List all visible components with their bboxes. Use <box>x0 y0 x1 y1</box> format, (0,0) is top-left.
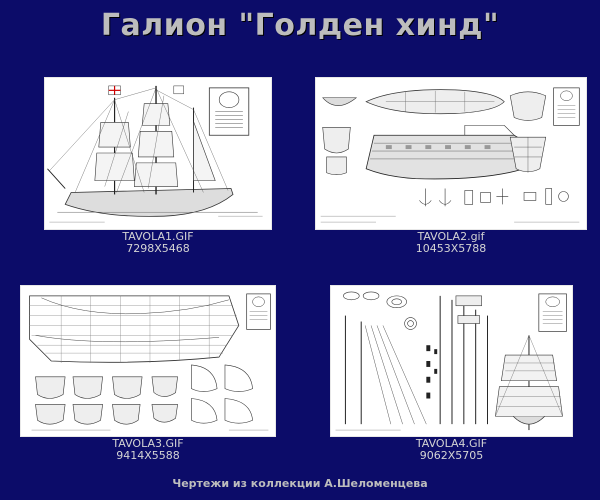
thumbnail-filename: TAVOLA3.GIF <box>112 437 184 450</box>
ship-sail-plan-drawing-icon <box>45 78 271 229</box>
thumbnail-dimensions: 10453X5788 <box>415 242 487 255</box>
thumbnail-caption-tavola3: TAVOLA3.GIF 9414X5588 <box>20 438 276 462</box>
thumbnail-dimensions: 9062X5705 <box>419 449 484 462</box>
thumbnail-filename: TAVOLA1.GIF <box>122 230 194 243</box>
ship-rigging-details-drawing-icon <box>331 286 572 436</box>
page-title: Галион "Голден хинд" <box>100 8 500 43</box>
thumbnail-filename: TAVOLA2.gif <box>417 230 485 243</box>
thumbnail-dimensions: 7298X5468 <box>126 242 190 255</box>
thumbnail-caption-tavola2: TAVOLA2.gif 10453X5788 <box>315 231 587 255</box>
thumbnail-tavola1[interactable] <box>44 77 272 230</box>
thumbnail-filename: TAVOLA4.GIF <box>415 437 488 450</box>
footer-credit: Чертежи из коллекции А.Шеломенцева <box>172 477 428 490</box>
thumbnail-caption-tavola1: TAVOLA1.GIF 7298X5468 <box>44 231 272 255</box>
ship-frame-lines-drawing-icon <box>21 286 275 436</box>
thumbnail-tavola2[interactable] <box>315 77 587 230</box>
thumbnail-tavola3[interactable] <box>20 285 276 437</box>
thumbnail-tavola4[interactable] <box>330 285 573 437</box>
thumbnail-caption-tavola4: TAVOLA4.GIF 9062X5705 <box>330 438 573 462</box>
thumbnail-dimensions: 9414X5588 <box>116 449 180 462</box>
ship-hull-sections-drawing-icon <box>316 78 586 229</box>
